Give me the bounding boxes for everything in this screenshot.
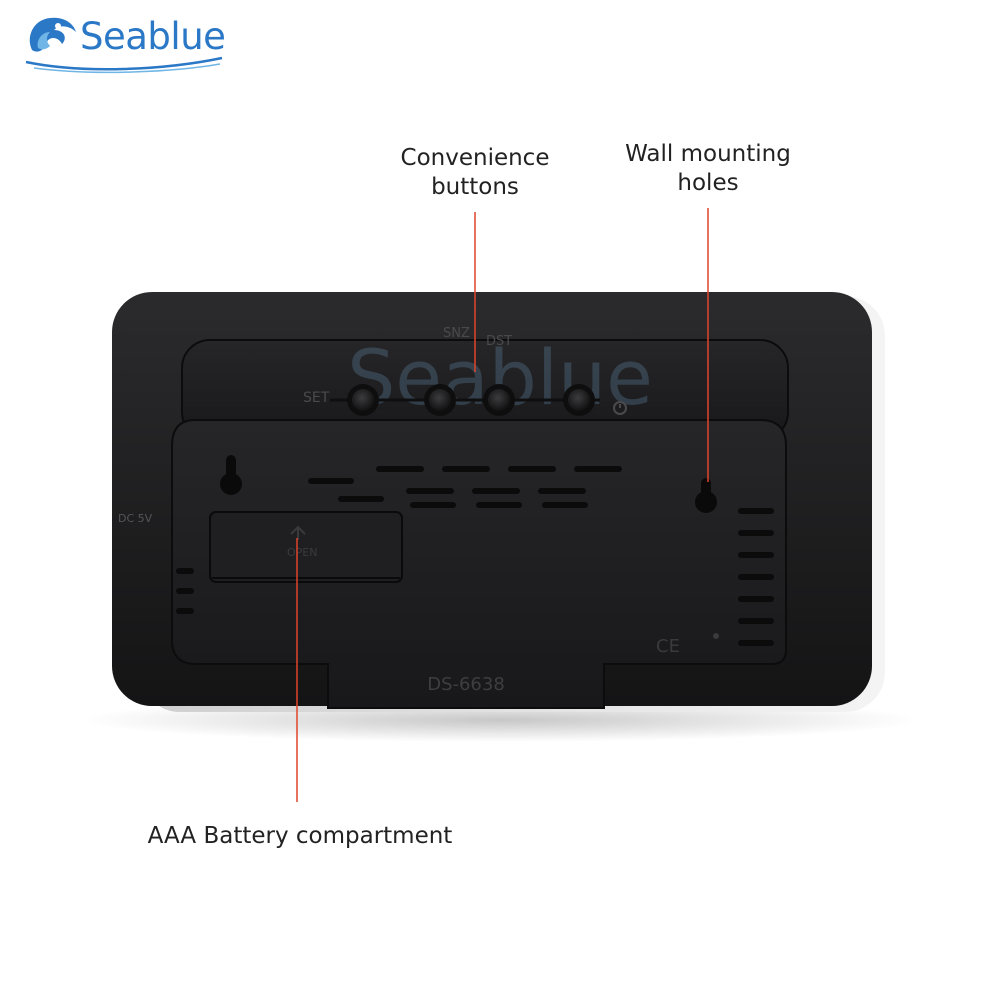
- callout-battery-compartment: AAA Battery compartment: [147, 823, 453, 849]
- callout-holes-line2: holes: [677, 170, 739, 196]
- callout-wall-mounting-holes: Wall mounting holes: [608, 140, 808, 198]
- right-mounting-hole: [695, 478, 717, 513]
- vent-slots-top: [308, 466, 622, 508]
- callout-buttons-line2: buttons: [431, 174, 519, 200]
- vent-slots-right: [738, 508, 774, 646]
- model-label: DS-6638: [427, 674, 505, 695]
- set-label: SET: [303, 390, 330, 406]
- ce-mark: CE: [656, 636, 680, 657]
- brand-name: Seablue: [80, 15, 226, 58]
- set-button[interactable]: [347, 384, 379, 416]
- battery-compartment[interactable]: [209, 511, 403, 583]
- back-cover: [171, 419, 787, 709]
- dst-label: DST: [486, 334, 512, 349]
- side-label: DC 5V: [118, 512, 153, 525]
- left-mounting-hole: [220, 455, 242, 495]
- open-arrow-icon: [290, 525, 306, 540]
- wave-logo-icon: [29, 17, 76, 52]
- swoosh-underline-icon: [25, 56, 223, 74]
- down-button[interactable]: [483, 384, 515, 416]
- vent-slots-left: [176, 568, 194, 614]
- callout-convenience-buttons: Convenience buttons: [385, 144, 565, 202]
- up-button[interactable]: [424, 384, 456, 416]
- indicator-dot: [713, 633, 719, 639]
- snooze-button[interactable]: [563, 384, 595, 416]
- brand-logo: Seablue: [24, 8, 234, 74]
- snooze-icon: [613, 401, 627, 415]
- callout-buttons-line1: Convenience: [400, 145, 550, 171]
- callout-holes-line1: Wall mounting: [625, 141, 791, 167]
- battery-cover-label: OPEN: [287, 546, 317, 559]
- snooze-label: SNZ: [443, 326, 470, 341]
